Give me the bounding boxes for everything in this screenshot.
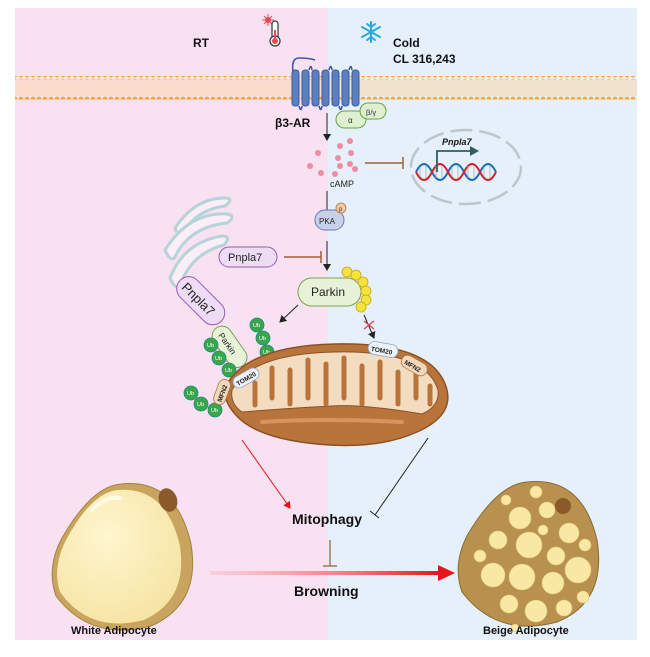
- svg-text:Ub: Ub: [225, 368, 232, 374]
- browning-label: Browning: [294, 583, 359, 599]
- browning-arrow: [210, 565, 455, 581]
- golgi-apparatus: [163, 196, 234, 289]
- nucleus: [409, 128, 523, 206]
- svg-text:PKA: PKA: [319, 217, 336, 226]
- svg-text:α: α: [348, 116, 353, 125]
- camp-inhibits-gene: [365, 157, 404, 169]
- activation-arrow: [279, 304, 299, 323]
- rt-label: RT: [193, 36, 210, 50]
- svg-text:Parkin: Parkin: [311, 285, 345, 299]
- svg-text:Ub: Ub: [215, 356, 222, 362]
- snowflake-icon: [361, 21, 381, 43]
- svg-text:Ub: Ub: [211, 408, 218, 414]
- svg-text:p: p: [339, 207, 343, 213]
- tom20-right: TOM20: [367, 341, 399, 358]
- beta3-ar-receptor: [291, 57, 360, 111]
- svg-text:β/γ: β/γ: [366, 108, 376, 117]
- white-adipocyte: [51, 483, 194, 631]
- block-cross-icon: [363, 320, 375, 330]
- phosphorylation-sites: [341, 266, 372, 313]
- svg-text:TOM20: TOM20: [370, 346, 393, 357]
- camp-molecules: [307, 138, 358, 177]
- svg-text:Ub: Ub: [253, 323, 260, 329]
- g-protein-beta-gamma: β/γ: [359, 102, 387, 120]
- mfn2-left: MFN2: [213, 379, 231, 405]
- cold-label: Cold: [393, 36, 420, 50]
- pnpla7-protein: Pnpla7: [218, 246, 278, 268]
- dna-helix-icon: [415, 163, 497, 181]
- svg-text:Ub: Ub: [187, 391, 194, 397]
- inhibits-mitophagy-line: [369, 437, 429, 519]
- svg-text:Ub: Ub: [197, 402, 204, 408]
- promotes-mitophagy-arrow: [241, 439, 291, 509]
- beige-adipocyte: [457, 480, 600, 633]
- pka-kinase: PKA p: [314, 202, 347, 231]
- blocked-arrow: [363, 314, 376, 339]
- svg-text:Ub: Ub: [259, 336, 266, 342]
- svg-text:Pnpla7: Pnpla7: [228, 252, 262, 264]
- mitophagy-inhibits-browning: [323, 540, 337, 567]
- white-adipocyte-label: White Adipocyte: [71, 625, 157, 637]
- transcription-start-arrow: [436, 146, 479, 172]
- camp-label: cAMP: [330, 179, 354, 189]
- svg-text:Ub: Ub: [263, 350, 270, 356]
- svg-text:Ub: Ub: [207, 343, 214, 349]
- mitophagy-label: Mitophagy: [292, 511, 362, 527]
- pnpla7-gene-label: Pnpla7: [442, 137, 473, 147]
- beta3-ar-label: β3-AR: [275, 116, 311, 130]
- parkin-protein: Parkin: [297, 277, 362, 307]
- thermometer-icon: [262, 14, 281, 47]
- cl316243-label: CL 316,243: [393, 52, 456, 66]
- pnpla7-inhibits-parkin: [284, 251, 322, 263]
- mitochondrion: [223, 343, 449, 447]
- beige-adipocyte-label: Beige Adipocyte: [483, 625, 569, 637]
- g-protein-alpha: α: [335, 110, 367, 129]
